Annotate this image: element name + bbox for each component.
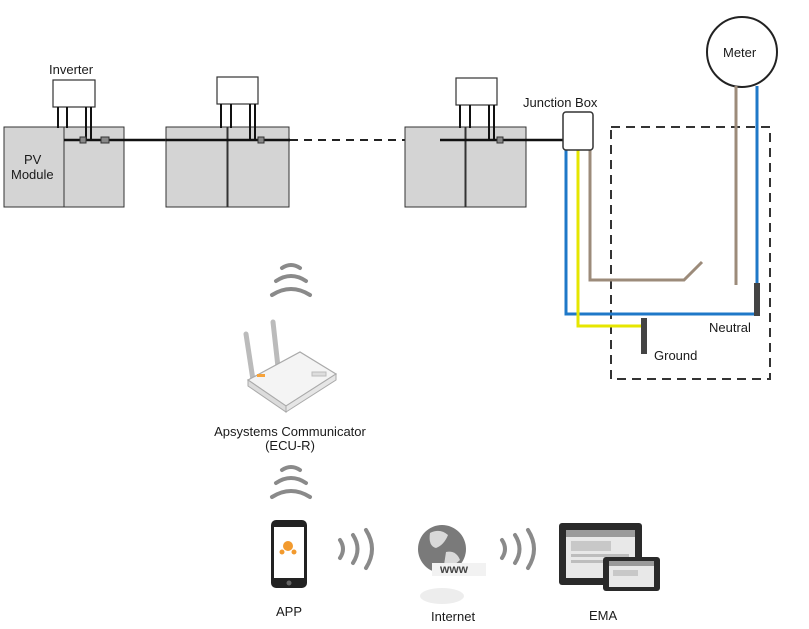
inverter-label: Inverter <box>49 62 94 77</box>
wifi-signal-icon <box>270 465 312 499</box>
communicator-label-line1: Apsystems Communicator <box>214 424 366 439</box>
ema-label: EMA <box>589 608 618 623</box>
pv-array-1 <box>3 79 125 208</box>
meter-label: Meter <box>723 45 757 60</box>
pv-module-label-line2: Module <box>11 167 54 182</box>
www-label: www <box>440 562 469 576</box>
meter-circle <box>706 16 778 88</box>
distribution-box <box>610 126 771 380</box>
inverter-box <box>52 79 96 108</box>
internet-label: Internet <box>431 609 476 624</box>
ac-wiring <box>564 86 760 354</box>
neutral-label: Neutral <box>709 320 751 335</box>
junction-box <box>562 111 594 151</box>
app-label: APP <box>276 604 303 619</box>
junction-box-label: Junction Box <box>523 95 598 110</box>
communicator-label-line2: (ECU-R) <box>265 438 315 453</box>
ground-label: Ground <box>654 348 698 363</box>
monitor-icon <box>559 523 660 591</box>
inverter-box <box>455 77 498 106</box>
pv-array-2 <box>124 76 290 208</box>
smartphone-icon <box>271 520 307 588</box>
router-icon <box>243 319 338 413</box>
pv-panel <box>3 126 65 208</box>
pv-module-label-line1: PV <box>24 152 42 167</box>
wifi-signal-icon <box>270 263 312 297</box>
pv-array-3 <box>404 77 563 208</box>
wifi-signal-icon <box>500 528 536 570</box>
wifi-signal-icon <box>338 528 374 570</box>
inverter-box <box>216 76 259 105</box>
globe-icon <box>418 525 486 604</box>
